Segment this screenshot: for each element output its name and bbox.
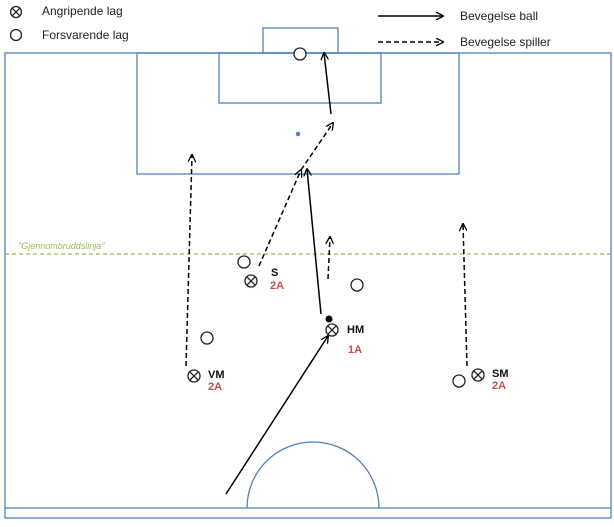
ball-arrow [324,53,332,115]
pitch-outline [4,52,612,519]
defender-marker [237,255,251,269]
pitch-markings [4,27,612,519]
defender-marker [293,47,307,61]
legend-defending-label: Forsvarende lag [42,28,129,42]
defender-marker [350,278,364,292]
player-run-arrow [300,123,333,171]
defender-marker [200,331,214,345]
player-name-hm: HM [347,324,365,336]
breakthrough-line-label: "Gjennombruddslinja" [18,241,105,251]
attacker-marker-hm [325,323,339,337]
player-movements [185,123,468,367]
legend-attacking-label: Angripende lag [42,4,123,18]
player-code-sm: 2A [492,380,507,392]
player-name-sm: SM [492,368,509,380]
player-code-vm: 2A [208,381,223,393]
player-run-arrow [185,155,192,367]
player-code-s: 2A [270,280,285,292]
legend-symbols [9,5,444,43]
ball-movements [225,53,332,495]
ball-arrow [225,336,328,495]
player-run-arrow [328,237,330,280]
ball [325,315,333,323]
penalty-spot [295,131,301,137]
defender-marker [452,374,466,388]
ball-arrow [307,169,322,315]
attacker-marker-vm [187,369,201,383]
penalty-area [136,52,460,175]
player-run-arrow [463,224,468,367]
legend-defender-icon [9,28,23,42]
center-circle [246,441,380,509]
legend-ball-movement-label: Bevegelse ball [460,9,539,23]
legend-attacker-icon [9,5,23,19]
player-name-s: S [271,267,279,279]
defenders [200,47,466,388]
player-code-hm: 1A [348,344,363,356]
player-run-arrow [258,170,301,267]
attacker-marker-s [244,274,258,288]
attacker-marker-sm [471,368,485,382]
legend-player-movement-label: Bevegelse spiller [460,35,551,49]
attackers [187,274,485,383]
player-name-vm: VM [208,369,225,381]
